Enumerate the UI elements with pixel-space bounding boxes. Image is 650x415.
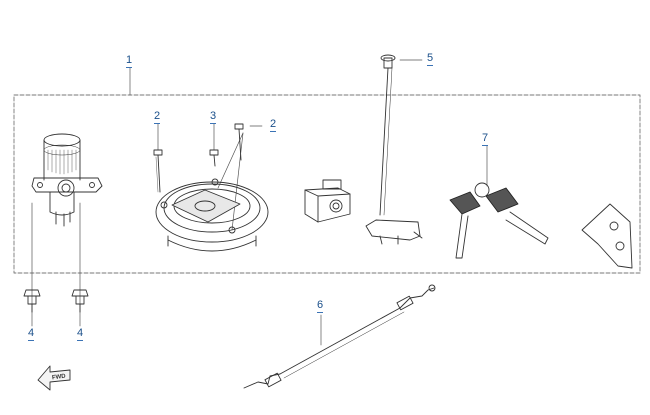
callout-seat-cable[interactable]: 6 [317, 299, 324, 313]
ignition-switch-drawing [31, 133, 103, 227]
callout-key-set[interactable]: 7 [482, 132, 489, 146]
fwd-arrow-icon: FWD [37, 365, 71, 391]
fuel-cap-drawing [155, 178, 269, 252]
callout-bolt-right[interactable]: 4 [77, 327, 84, 341]
fuel-cap-screws-drawing [153, 123, 244, 193]
seat-cable-drawing [243, 284, 436, 389]
bracket-drawing [581, 203, 633, 269]
callout-seat-bolt[interactable]: 5 [427, 52, 434, 66]
assembly-frame [13, 94, 641, 274]
callout-ignition-assembly[interactable]: 1 [126, 54, 133, 68]
key-set-drawing [449, 182, 549, 259]
seat-lock-drawing [304, 179, 351, 223]
fwd-label: FWD [52, 373, 67, 381]
callout-bolt-left[interactable]: 4 [28, 327, 35, 341]
callout-screw-c[interactable]: 2 [270, 118, 277, 132]
seat-bolt-drawing [365, 54, 423, 245]
callout-screw-b[interactable]: 3 [210, 110, 217, 124]
callout-screw-a[interactable]: 2 [154, 110, 161, 124]
bolts-drawing [23, 289, 89, 313]
leader-lines [31, 59, 488, 346]
